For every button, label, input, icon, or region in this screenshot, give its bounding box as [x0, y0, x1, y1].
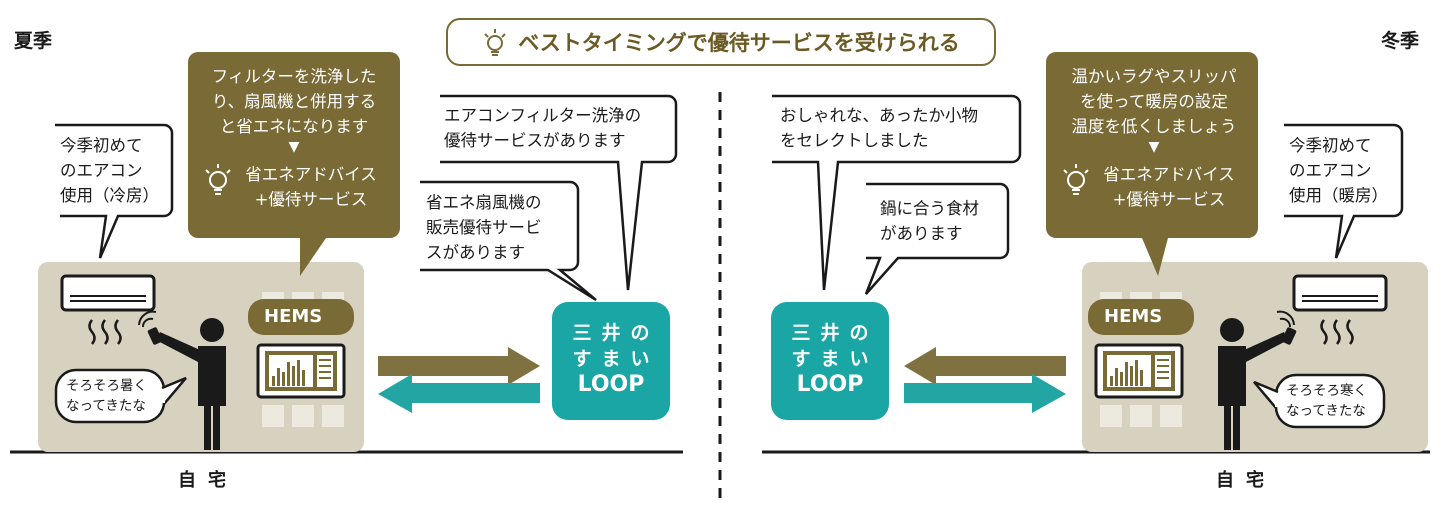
winter-loop-line1: 三井の — [791, 322, 879, 344]
summer-loop-line3: LOOP — [577, 372, 645, 397]
summer-filter-bubble — [440, 94, 678, 291]
winter-food-bubble — [864, 182, 1010, 295]
summer-fan-text: 省エネ扇風機の 販売優待サービ スがあります — [426, 193, 542, 262]
winter-label: 冬季 — [1381, 30, 1420, 52]
summer-home-label: 自宅 — [178, 470, 238, 491]
winter-hems-label: HEMS — [1104, 306, 1163, 327]
summer-first-ac-bubble — [55, 123, 174, 259]
summer-filter-text: エアコンフィルター洗浄の 優待サービスがあります — [444, 106, 642, 150]
winter-advice-box — [1046, 52, 1258, 276]
summer-person-text: そろそろ暑く なってきたな — [66, 378, 147, 414]
winter-remote-signal-icon — [1276, 310, 1295, 328]
winter-hems-badge — [1088, 299, 1194, 335]
winter-arrow-to-loop — [904, 347, 1066, 385]
winter-advice-text: 温かいラグやスリッパ を使って暖房の設定 温度を低くしましょう — [1071, 67, 1237, 136]
summer-first-ac-text: 今季初めて のエアコン 使用（冷房） — [60, 136, 159, 205]
summer-ac-unit — [60, 274, 156, 312]
summer-cool-air-icon — [88, 319, 122, 345]
winter-arrow-to-home — [904, 374, 1066, 413]
summer-person-figure — [147, 318, 226, 450]
summer-fan-bubble — [420, 180, 597, 302]
summer-advice-text: フィルターを洗浄した り、扇風機と併用する と省エネになります — [211, 67, 377, 136]
summer-advice-arrow: ▼ — [288, 139, 300, 155]
headline-text: ベストタイミングで優待サービスを受けられる — [518, 31, 960, 55]
lightbulb-icon — [484, 29, 506, 56]
winter-loop-line2: すまい — [791, 348, 879, 370]
winter-loop-line3: LOOP — [796, 372, 864, 397]
summer-hems-label: HEMS — [264, 306, 323, 327]
winter-warm-air-icon — [1320, 319, 1354, 345]
summer-hems-badge — [248, 299, 354, 335]
winter-hems-tablet-icon — [1094, 343, 1184, 399]
summer-arrow-to-home — [378, 374, 540, 413]
summer-advice-service-text: 省エネアドバイス +優待サービス — [245, 165, 377, 209]
summer-arrow-to-loop — [378, 347, 540, 385]
summer-loop-box — [552, 302, 670, 420]
winter-advice-lightbulb-icon — [1063, 164, 1089, 195]
summer-hems-tablet-icon — [256, 343, 346, 399]
summer-label: 夏季 — [14, 30, 53, 52]
winter-loop-box — [771, 302, 889, 420]
winter-advice-arrow: ▼ — [1148, 139, 1160, 155]
winter-ac-unit — [1292, 274, 1388, 312]
winter-advice-service-text: 省エネアドバイス +優待サービス — [1103, 165, 1235, 209]
winter-person-text: そろそろ寒く なってきたな — [1286, 383, 1367, 419]
winter-goods-bubble — [772, 94, 1022, 291]
summer-loop-line1: 三井の — [572, 322, 660, 344]
headline-banner: ベストタイミングで優待サービスを受けられる — [446, 18, 996, 66]
summer-advice-lightbulb-icon — [205, 164, 231, 195]
summer-loop-line2: すまい — [572, 348, 660, 370]
winter-first-ac-bubble — [1284, 123, 1404, 259]
summer-remote-signal-icon — [138, 310, 157, 328]
winter-person-figure — [1218, 318, 1297, 450]
winter-goods-text: おしゃれな、あったか小物 をセレクトしました — [780, 106, 978, 150]
winter-first-ac-text: 今季初めて のエアコン 使用（暖房） — [1289, 136, 1388, 205]
summer-advice-box — [188, 52, 400, 276]
winter-food-text: 鍋に合う食材 があります — [880, 199, 979, 243]
winter-home-label: 自宅 — [1216, 470, 1276, 491]
